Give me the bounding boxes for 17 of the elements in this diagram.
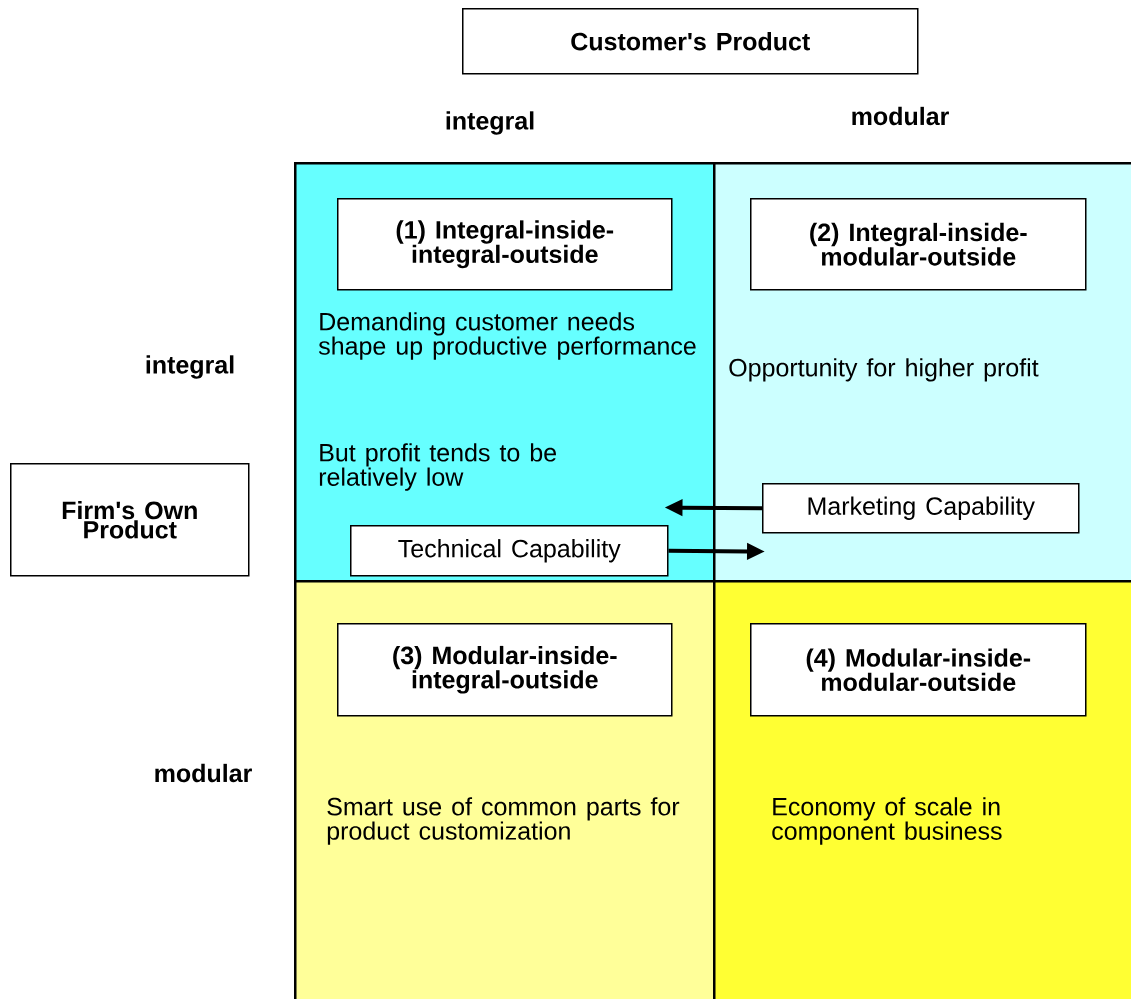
axis-label: integral: [146, 355, 234, 379]
heading-box: (1) Integral-inside-integral-outside: [337, 198, 673, 291]
body-text: Smart use of common parts for product customization: [327, 797, 680, 845]
body-text: Opportunity for higher profit: [729, 358, 1039, 382]
heading-box: Customer's Product: [462, 8, 919, 75]
axis-label: modular: [155, 763, 252, 783]
body-text: Economy of scale in component business: [772, 797, 1002, 845]
heading-box: (3) Modular-inside-integral-outside: [337, 623, 673, 717]
heading-box: (2) Integral-inside-modular-outside: [750, 198, 1087, 291]
heading-box: (4) Modular-inside-modular-outside: [750, 623, 1087, 717]
body-text: But profit tends to be relatively low: [319, 443, 556, 491]
heading-box: Firm's Own Product: [10, 463, 250, 577]
capability-box: Marketing Capability: [762, 483, 1080, 534]
axis-label: modular: [852, 106, 949, 126]
body-text: Demanding customer needs shape up productive performance: [318, 312, 696, 360]
axis-label: integral: [446, 111, 534, 135]
capability-box: Technical Capability: [350, 525, 669, 577]
